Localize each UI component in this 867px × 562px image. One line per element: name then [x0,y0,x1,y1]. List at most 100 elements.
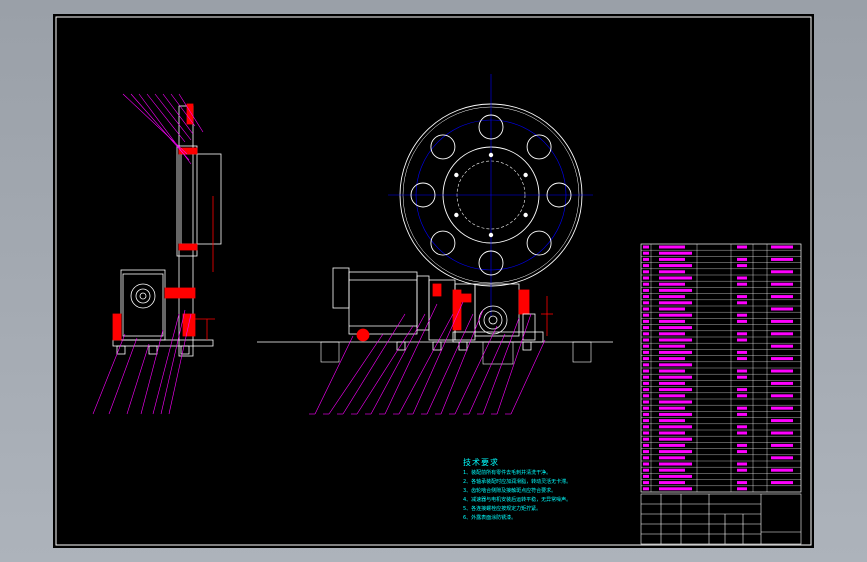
notes-line: 6、外露表面涂防锈漆。 [463,515,517,521]
bom-index-mark [643,462,649,466]
turntable-wheel [388,74,593,316]
bom-name-mark [659,251,692,255]
bom-index-mark [643,388,649,392]
wheel-hole [478,114,504,140]
bom-qty-mark [737,357,747,361]
bom-qty-mark [737,245,747,249]
bom-name-mark [659,270,685,274]
bom-name-mark [659,313,692,317]
side-view [112,103,222,357]
wheel-hole [430,134,456,160]
bom-qty-mark [737,338,747,342]
bom-qty-mark [737,443,747,447]
bom-index-mark [643,400,649,404]
bom-name-mark [659,468,685,472]
leader-line [510,339,546,415]
bom-name-mark [659,388,692,392]
leader-line [342,313,406,415]
bom-index-mark [643,357,649,361]
bom-note-mark [771,357,793,361]
bom-name-mark [659,412,692,416]
bom-note-mark [771,394,793,398]
bom-qty-mark [737,462,747,466]
bom-index-mark [643,344,649,348]
bom-note-mark [771,257,793,261]
bom-index-mark [643,319,649,323]
bom-index-mark [643,313,649,317]
bom-note-mark [771,456,793,460]
bom-index-mark [643,295,649,299]
bom-note-mark [771,344,793,348]
bom-name-mark [659,282,685,286]
bom-index-mark [643,450,649,454]
bom-qty-mark [737,487,747,491]
bom-name-mark [659,295,685,299]
bom-name-mark [659,406,685,410]
bom-note-mark [771,369,793,373]
bom-name-mark [659,431,685,435]
bom-qty-mark [737,295,747,299]
bom-qty-mark [737,282,747,286]
bom-qty-mark [737,332,747,336]
bom-index-mark [643,338,649,342]
bom-name-mark [659,363,692,367]
bom-index-mark [643,431,649,435]
bom-note-mark [771,282,793,286]
front-view-leaders [309,301,546,415]
bom-index-mark [643,419,649,423]
side-view-leaders [92,93,204,415]
title-block [640,493,802,545]
bom-index-mark [643,251,649,255]
wheel-hole [546,182,572,208]
bom-note-mark [771,481,793,485]
bom-name-mark [659,332,685,336]
bom-qty-mark [737,257,747,261]
leader-line [370,313,426,415]
bom-name-mark [659,462,692,466]
bom-name-mark [659,357,685,361]
bom-index-mark [643,381,649,385]
bom-name-mark [659,301,692,305]
bom-name-mark [659,400,692,404]
technical-notes: 技术要求 1、装配前所有零件去毛刺并清洗干净。 2、各轴承装配时应加润滑脂，转动… [463,458,663,523]
drawing-border [55,16,812,546]
bom-name-mark [659,437,692,441]
bom-index-mark [643,406,649,410]
wheel-bolt-holes [454,152,528,238]
notes-line: 1、装配前所有零件去毛刺并清洗干净。 [463,470,552,476]
bom-qty-mark [737,431,747,435]
bom-qty-mark [737,412,747,416]
bom-qty-mark [737,450,747,454]
bom-name-mark [659,326,692,330]
bom-note-mark [771,319,793,323]
bom-name-mark [659,276,692,280]
bom-index-mark [643,425,649,429]
bom-index-mark [643,257,649,261]
bom-name-mark [659,307,685,311]
drawing-sheet: 技术要求 1、装配前所有零件去毛刺并清洗干净。 2、各轴承装配时应加润滑脂，转动… [53,14,814,548]
leader-line [468,333,506,415]
bom-qty-mark [737,375,747,379]
bom-qty-mark [737,388,747,392]
bom-index-mark [643,481,649,485]
leader-line [328,333,384,415]
bom-index-mark [643,245,649,249]
bom-qty-mark [737,264,747,268]
bom-name-mark [659,264,692,268]
leader-line [384,303,438,415]
bom-index-mark [643,276,649,280]
bom-qty-mark [737,425,747,429]
bom-note-mark [771,431,793,435]
leader-line [496,313,532,415]
bill-of-materials [640,243,802,493]
bom-name-mark [659,319,685,323]
bom-name-mark [659,443,685,447]
bom-index-mark [643,394,649,398]
bom-index-mark [643,282,649,286]
bom-index-mark [643,332,649,336]
bom-note-mark [771,419,793,423]
wheel-hole [526,230,552,256]
bom-name-mark [659,487,692,491]
notes-title: 技术要求 [463,458,499,467]
